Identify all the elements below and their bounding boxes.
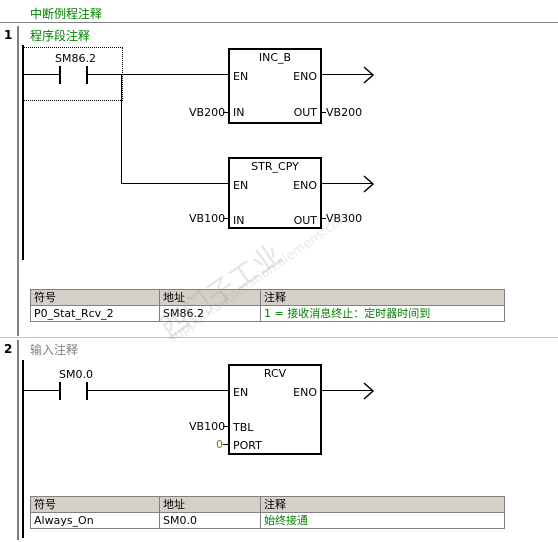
wire [88,390,229,391]
header-address: 地址 [160,290,261,305]
str-cpy-box[interactable]: STR_CPY EN IN ENO OUT [228,157,322,229]
network-divider [0,337,558,338]
network-1-comment[interactable]: 程序段注释 [30,29,91,43]
symbol-table-1: 符号 地址 注释 P0_Stat_Rcv_2 SM86.2 1 = 接收消息终止… [30,289,505,322]
wire [320,112,326,113]
wire [320,74,372,75]
wire [223,444,229,445]
network-2-power-rail [22,360,24,538]
pin-eno: ENO [293,70,317,83]
wire [223,426,229,427]
contact-sm0-0[interactable] [59,382,61,400]
wire-branch [121,74,122,183]
cell-symbol: P0_Stat_Rcv_2 [31,306,160,321]
wire [223,112,229,113]
wire [320,218,326,219]
title-divider [0,22,558,23]
coil-arrow-icon [363,382,375,400]
wire [121,183,229,184]
header-symbol: 符号 [31,290,160,305]
inc-b-in-operand[interactable]: VB200 [189,106,226,119]
network-1-power-rail [22,45,24,260]
str-cpy-in-operand[interactable]: VB100 [189,212,226,225]
contact-sm0-0-label: SM0.0 [59,368,93,381]
table-row[interactable]: P0_Stat_Rcv_2 SM86.2 1 = 接收消息终止：定时器时间到 [31,306,504,321]
cell-address: SM0.0 [160,513,261,528]
network-2-comment[interactable]: 输入注释 [30,343,79,357]
contact-sm86-2-label: SM86.2 [55,52,96,65]
coil-arrow-icon [363,175,375,193]
symbol-table-2: 符号 地址 注释 Always_On SM0.0 始终接通 [30,496,505,529]
pin-out: OUT [293,106,317,119]
header-comment: 注释 [264,498,286,511]
rcv-tbl-operand[interactable]: VB100 [189,420,226,433]
cell-comment: 1 = 接收消息终止：定时器时间到 [264,307,431,320]
pin-en: EN [233,386,249,399]
inc-b-out-operand[interactable]: VB200 [326,106,363,119]
pin-port: PORT [233,439,262,452]
inc-b-box[interactable]: INC_B EN IN ENO OUT [228,48,322,124]
header-address: 地址 [160,497,261,512]
cell-symbol: Always_On [31,513,160,528]
wire [320,390,372,391]
wire [23,74,59,75]
network-1-gutter [17,26,19,336]
wire [88,74,229,75]
header-symbol: 符号 [31,497,160,512]
watermark-url: support.automation.siemens.com [165,208,354,347]
pin-in: IN [233,214,245,227]
pin-en: EN [233,179,249,192]
rcv-port-operand[interactable]: 0 [216,438,223,451]
header-comment: 注释 [264,291,286,304]
wire [223,218,229,219]
inc-b-title: INC_B [258,51,292,64]
rcv-box[interactable]: RCV EN TBL PORT ENO [228,364,322,455]
pin-en: EN [233,70,249,83]
pin-eno: ENO [293,179,317,192]
contact-sm0-0-right [86,382,88,400]
cell-comment: 始终接通 [264,514,308,527]
rcv-title: RCV [263,367,287,380]
network-2-gutter [17,340,19,540]
str-cpy-title: STR_CPY [251,160,299,173]
network-2-number[interactable]: 2 [4,342,13,356]
pin-tbl: TBL [233,421,254,434]
table-row[interactable]: Always_On SM0.0 始终接通 [31,513,504,528]
wire [320,183,372,184]
contact-sm86-2-right [86,66,88,84]
str-cpy-out-operand[interactable]: VB300 [326,212,363,225]
pin-out: OUT [293,214,317,227]
network-1-number[interactable]: 1 [4,28,13,42]
wire [23,390,59,391]
pin-eno: ENO [293,386,317,399]
coil-arrow-icon [363,66,375,84]
pin-in: IN [233,106,245,119]
contact-sm86-2[interactable] [59,66,61,84]
routine-title: 中断例程注释 [30,7,103,21]
cell-address: SM86.2 [160,306,261,321]
